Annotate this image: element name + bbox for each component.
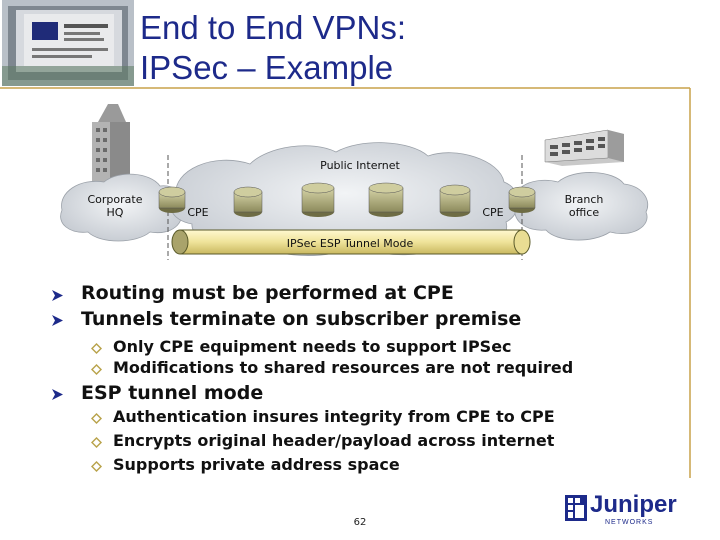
slide-title: End to End VPNs: IPSec – Example [140,8,406,88]
sub-bullet-diamond-icon [91,437,102,448]
router-2-icon [301,182,335,217]
chip-image [2,0,134,86]
corporate-hq-label-line-1: Corporate [87,193,143,206]
sub-bullet-diamond-icon [91,343,102,354]
sub-bullet-diamond-icon [91,364,102,375]
branch-building-icon [544,129,624,166]
tunnel-label: IPSec ESP Tunnel Mode [286,237,414,250]
sub-bullet-2-2-text: Modifications to shared resources are no… [113,358,574,377]
branch-office-label-line-1: Branch [564,193,604,206]
juniper-logo-subtext: NETWORKS [605,519,654,526]
router-1-icon [233,186,263,217]
cpe-router-right-icon [508,186,536,213]
router-3-icon [368,182,404,217]
bullet-arrow-icon [52,315,63,326]
sub-bullet-diamond-icon [91,461,102,472]
sub-bullet-3-1-text: Authentication insures integrity from CP… [113,407,555,426]
sub-bullet-3-3-text: Supports private address space [113,455,400,474]
sub-bullet-diamond-icon [91,413,102,424]
bullet-arrow-icon [52,389,63,400]
juniper-logo: Juniper NETWORKS [565,491,715,537]
sub-bullet-2-1-text: Only CPE equipment needs to support IPSe… [113,337,512,356]
branch-office-label-line-2: office [568,206,600,219]
bullet-1-text: Routing must be performed at CPE [81,282,454,304]
public-internet-label: Public Internet [320,159,400,172]
branch-cloud [514,172,649,241]
cpe-router-left-icon [158,186,186,213]
juniper-logo-text: Juniper [590,491,677,518]
network-diagram [60,104,649,260]
cpe-left-label: CPE [187,206,209,219]
title-line-2: IPSec – Example [140,49,394,86]
bullet-arrow-icon [52,290,63,301]
router-4-icon [439,184,471,217]
sub-bullet-3-2-text: Encrypts original header/payload across … [113,431,555,450]
corporate-hq-label-line-2: HQ [106,206,124,219]
bullet-3-text: ESP tunnel mode [81,382,264,404]
hq-building-icon [92,104,130,184]
cpe-right-label: CPE [482,206,504,219]
branch-office-label: Branch office [552,193,616,219]
page-number: 62 [353,517,367,528]
bullet-2-text: Tunnels terminate on subscriber premise [81,308,522,330]
title-line-1: End to End VPNs: [140,9,406,46]
juniper-mark-icon [565,495,587,521]
corporate-hq-label: Corporate HQ [80,193,150,219]
ipsec-tunnel [171,229,531,255]
